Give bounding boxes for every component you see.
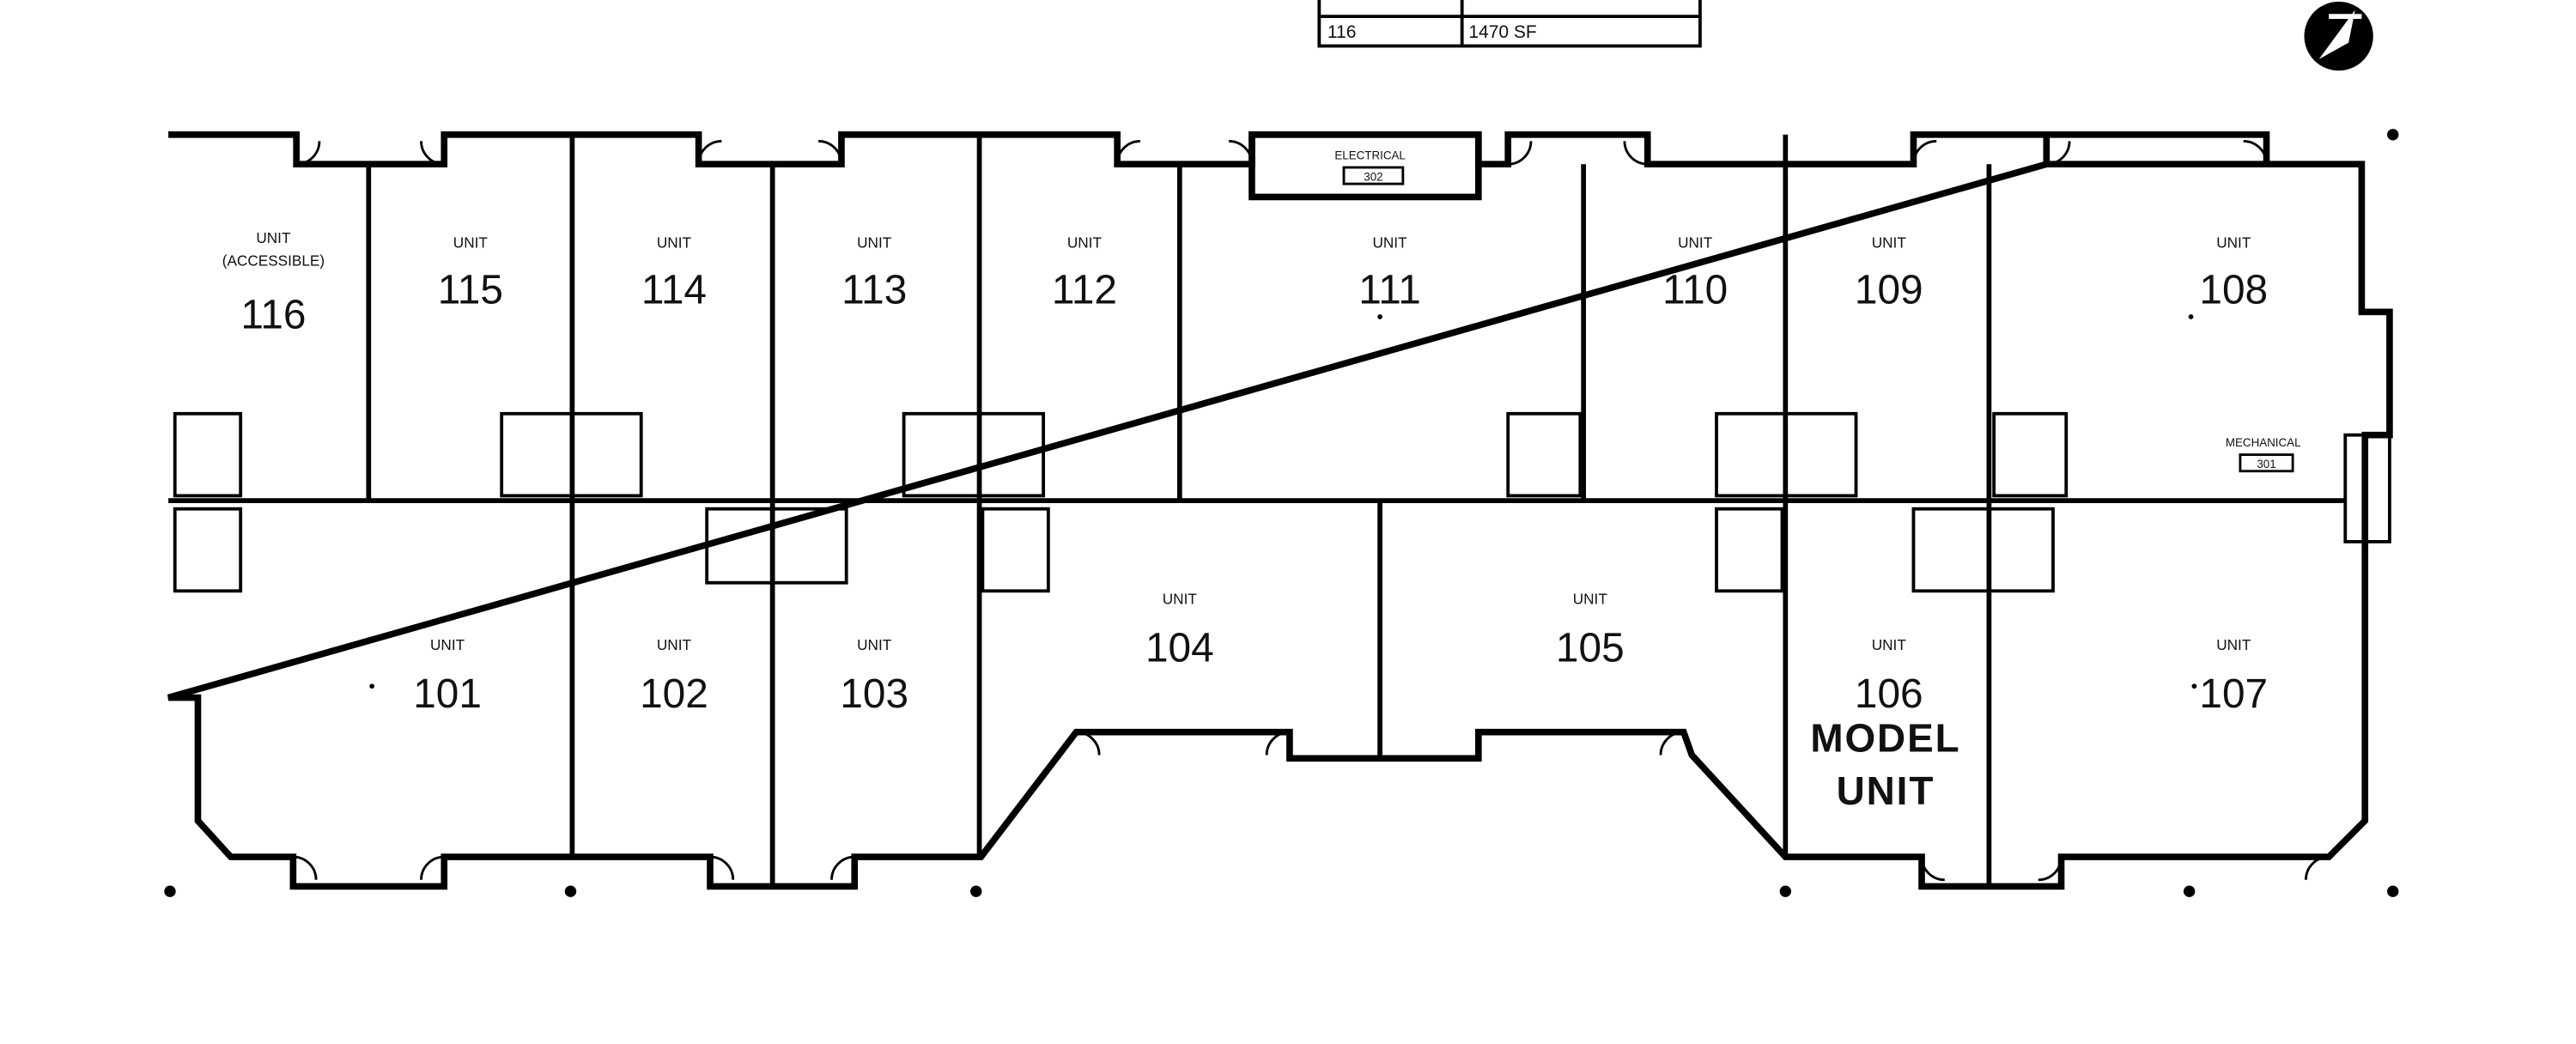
unit-label: UNIT (657, 234, 692, 252)
electrical-label: ELECTRICAL (1334, 149, 1406, 161)
model-unit-tag: MODEL (1810, 716, 1960, 761)
electrical-room (1249, 130, 1482, 201)
unit-103[interactable]: UNIT 103 (840, 636, 908, 717)
unit-label: UNIT (1372, 234, 1407, 252)
unit-111[interactable]: UNIT 111 (1358, 234, 1421, 313)
grid-markers (164, 129, 2399, 897)
unit-label: UNIT (1163, 591, 1198, 608)
unit-number: 107 (2199, 671, 2268, 717)
door-swings (293, 139, 2330, 882)
unit-114[interactable]: UNIT 114 (641, 234, 707, 313)
unit-number: 115 (438, 268, 503, 313)
unit-113[interactable]: UNIT 113 (841, 234, 907, 313)
unit-label: UNIT (1067, 234, 1103, 252)
unit-number: 112 (1052, 268, 1117, 313)
unit-number: 103 (840, 671, 908, 717)
mechanical-room (2343, 433, 2391, 543)
unit-label: UNIT (857, 234, 892, 252)
unit-104[interactable]: UNIT 104 (1145, 591, 1214, 671)
unit-label: UNIT (1872, 234, 1907, 252)
unit-116[interactable]: UNIT (ACCESSIBLE) 116 (222, 229, 325, 337)
unit-note: (ACCESSIBLE) (222, 252, 325, 270)
unit-number: 102 (640, 671, 708, 717)
unit-number: 106 (1855, 671, 1923, 717)
unit-number: 104 (1145, 626, 1214, 671)
unit-number: 101 (413, 671, 482, 717)
unit-number: 113 (841, 268, 907, 313)
unit-107[interactable]: UNIT 107 (2199, 636, 2268, 717)
unit-101[interactable]: UNIT 101 (413, 636, 482, 717)
unit-102[interactable]: UNIT 102 (640, 636, 708, 717)
unit-area-table: 116 1470 SF (1317, 0, 1702, 48)
unit-label: UNIT (657, 636, 692, 653)
unit-number: 114 (641, 268, 707, 313)
interior-walls (168, 134, 2346, 887)
exterior-wall (167, 130, 2393, 890)
unit-label: UNIT (256, 229, 291, 246)
mechanical-number: 301 (2257, 458, 2275, 470)
unit-label: UNIT (2216, 636, 2251, 653)
unit-label: UNIT (1573, 591, 1608, 608)
unit-110[interactable]: UNIT 110 (1662, 234, 1728, 313)
unit-108[interactable]: UNIT 108 (2199, 234, 2268, 313)
model-unit-tag: UNIT (1837, 768, 1935, 813)
unit-109[interactable]: UNIT 109 (1855, 234, 1923, 313)
table-cell-unit: 116 (1327, 22, 1357, 42)
unit-115[interactable]: UNIT 115 (438, 234, 503, 313)
unit-number: 105 (1556, 626, 1625, 671)
unit-label: UNIT (2216, 234, 2251, 252)
north-arrow-icon (2304, 1, 2373, 71)
unit-number: 116 (240, 292, 306, 337)
unit-label: UNIT (1678, 234, 1713, 252)
table-cell-area: 1470 SF (1468, 22, 1536, 42)
unit-105[interactable]: UNIT 105 (1556, 591, 1625, 671)
unit-label: UNIT (430, 636, 465, 653)
unit-label: UNIT (1872, 636, 1907, 653)
mechanical-label: MECHANICAL (2226, 436, 2301, 449)
unit-number: 108 (2199, 268, 2268, 313)
electrical-number: 302 (1364, 170, 1382, 183)
unit-number: 109 (1855, 268, 1923, 313)
restroom-fixtures (173, 411, 2069, 593)
unit-112[interactable]: UNIT 112 (1052, 234, 1117, 313)
unit-label: UNIT (453, 234, 489, 252)
unit-number: 110 (1662, 268, 1728, 313)
unit-106[interactable]: UNIT 106 MODEL UNIT (1810, 636, 1960, 813)
unit-number: 111 (1358, 268, 1421, 313)
unit-label: UNIT (857, 636, 892, 653)
